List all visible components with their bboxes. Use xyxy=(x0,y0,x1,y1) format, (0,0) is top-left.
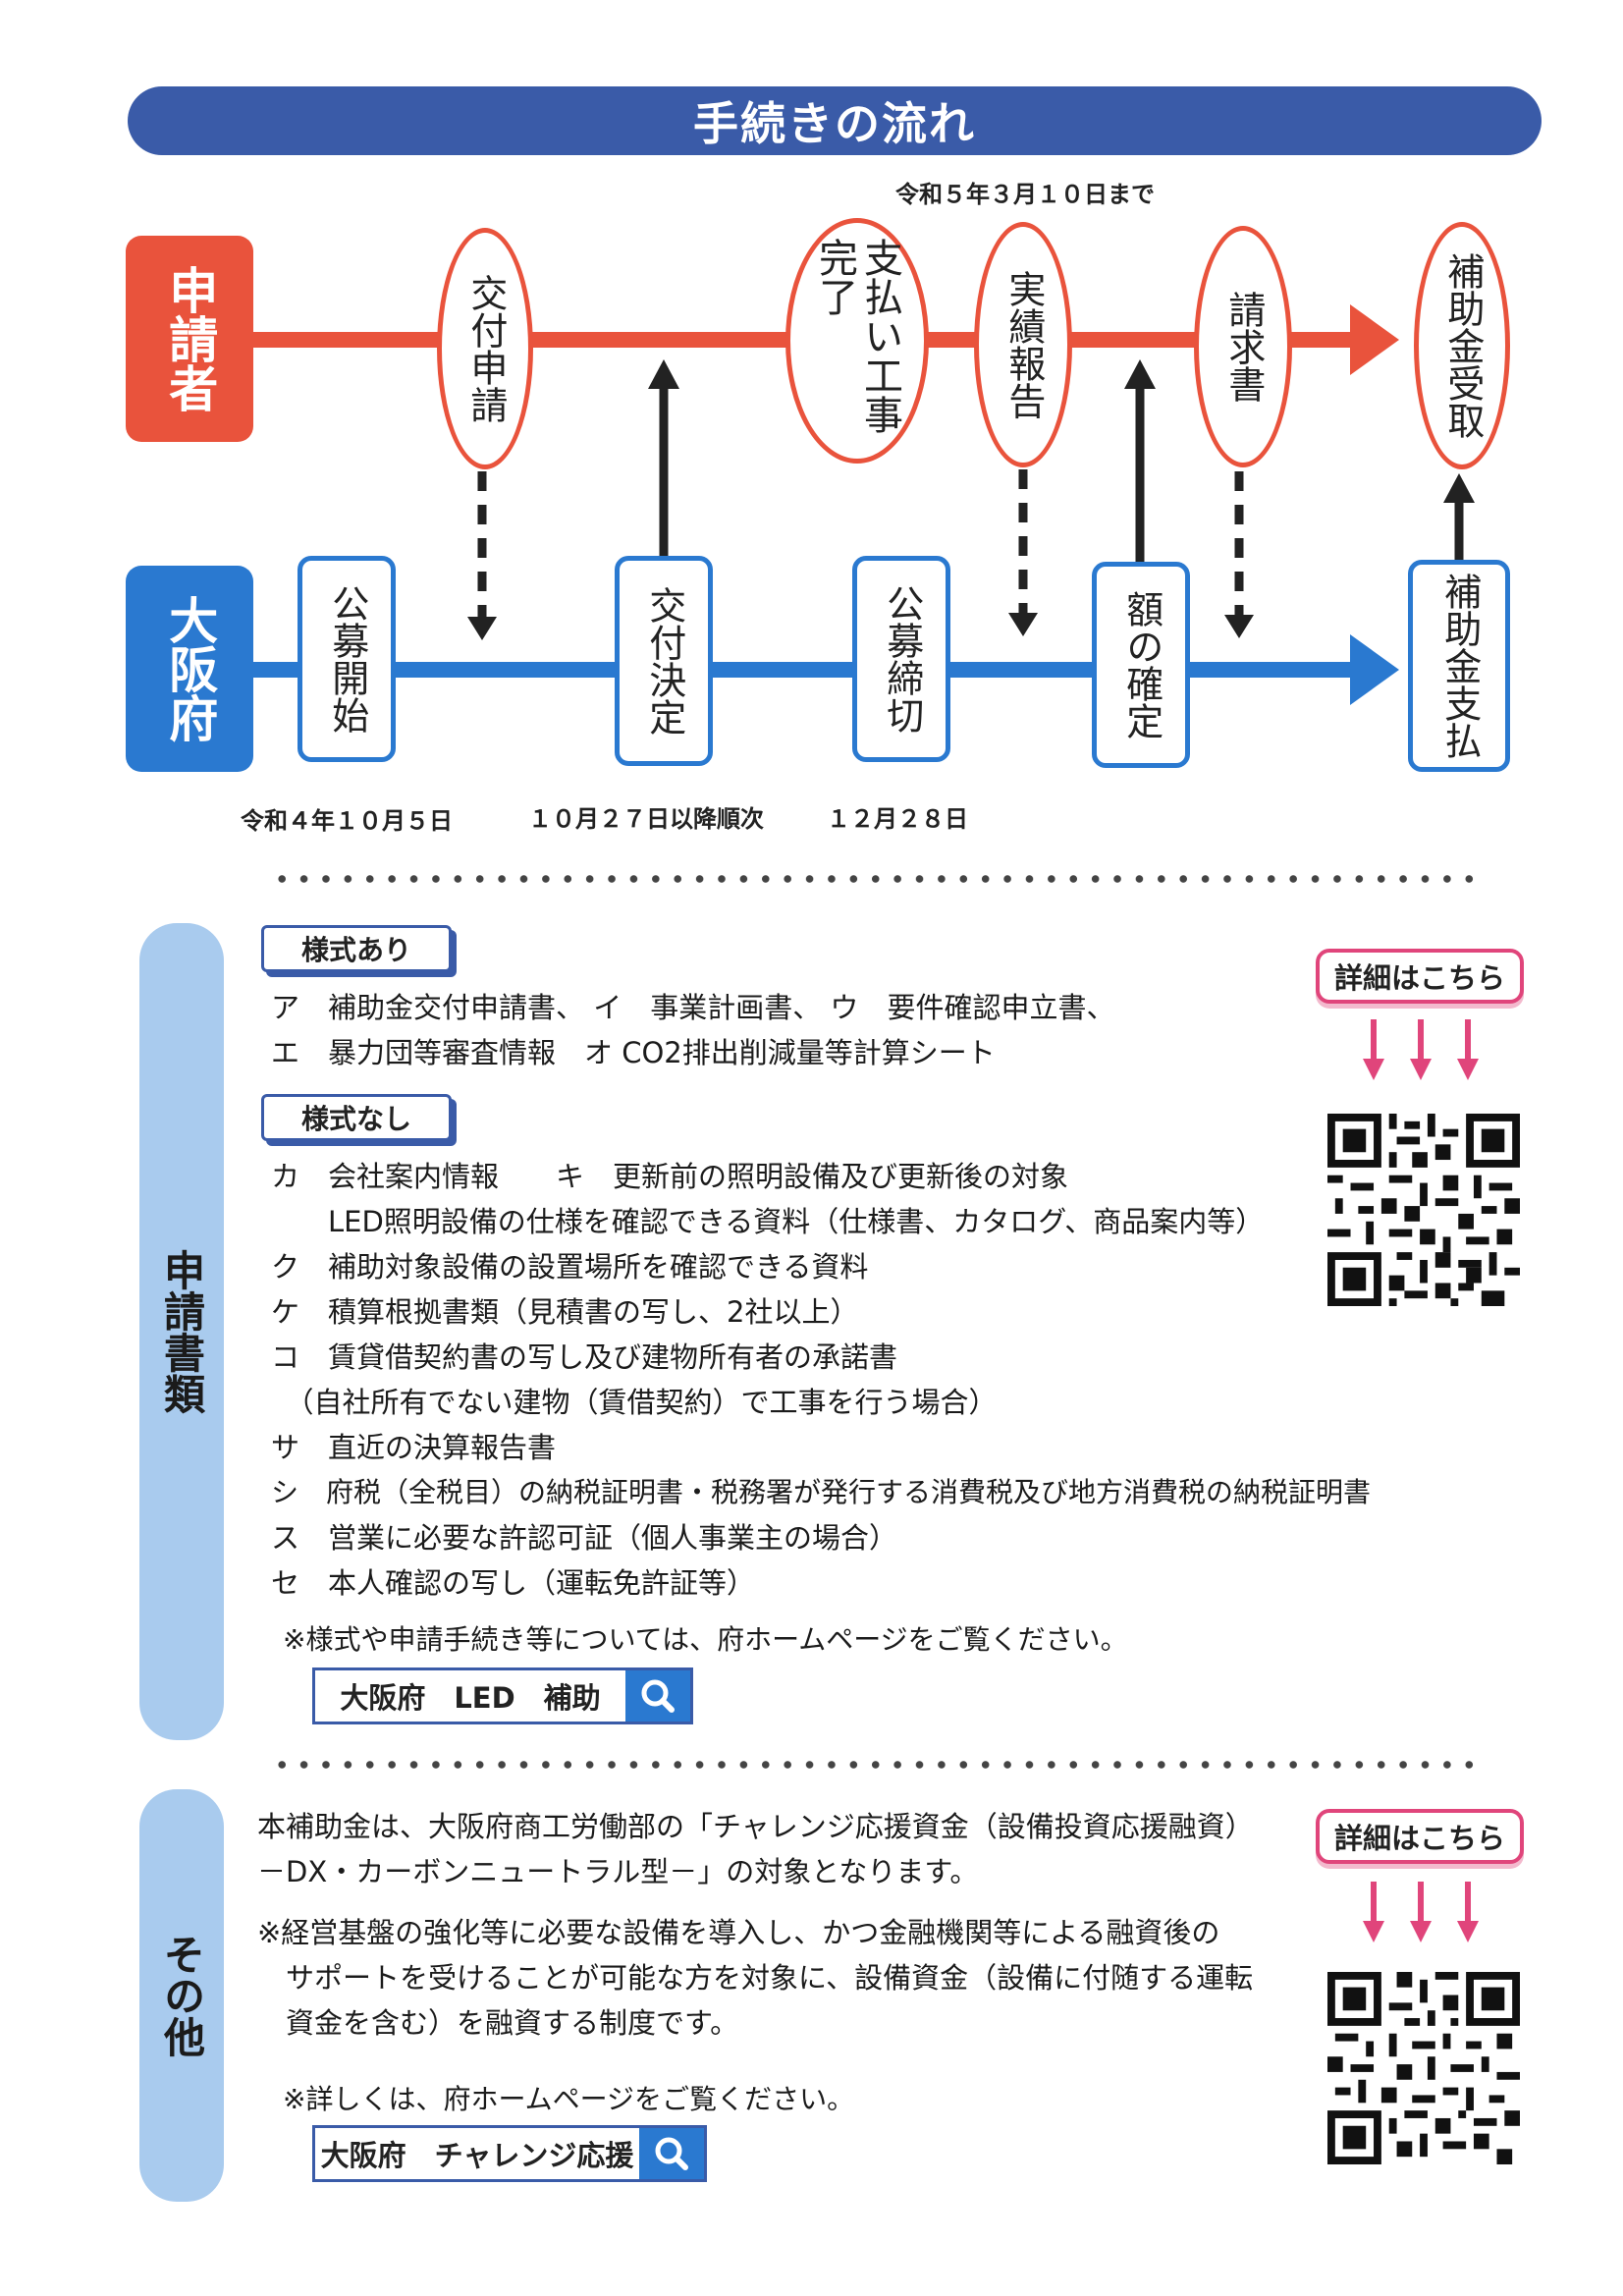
search-text: 大阪府 LED 補助 xyxy=(340,1681,601,1715)
applicant-timeline-arrowhead xyxy=(1350,304,1399,375)
page-title: 手続きの流れ xyxy=(693,97,976,150)
search-box-led[interactable]: 大阪府 LED 補助 xyxy=(312,1667,693,1724)
other-homepage-note: ※詳しくは、府ホームページをご覧ください。 xyxy=(283,2083,855,2115)
doc-line: ケ 積算根拠書類（見積書の写し、2社以上） xyxy=(271,1295,859,1329)
tag-without-form: 様式なし xyxy=(261,1094,452,1141)
step-call-open: 公募開始 xyxy=(298,556,396,762)
step-grant-decision: 交付決定 xyxy=(615,556,713,766)
step-application: 交付申請 xyxy=(437,228,533,469)
search-button[interactable] xyxy=(639,2128,704,2179)
doc-line: カ 会社案内情報 キ 更新前の照明設備及び更新後の対象 xyxy=(271,1160,1069,1193)
step-amount-confirmed: 額の確定 xyxy=(1092,562,1190,768)
doc-line: ク 補助対象設備の設置場所を確認できる資料 xyxy=(271,1250,869,1284)
other-note-line: 資金を含む）を融資する制度です。 xyxy=(257,2006,739,2040)
doc-line: ス 営業に必要な許認可証（個人事業主の場合） xyxy=(271,1521,898,1555)
detail-badge[interactable]: 詳細はこちら xyxy=(1316,949,1524,1004)
dotted-separator xyxy=(271,874,1481,884)
search-button[interactable] xyxy=(625,1670,690,1722)
step-performance-report: 実績報告 xyxy=(974,222,1072,467)
down-arrow-icon xyxy=(1363,1019,1479,1080)
applicant-row-label: 申請者 xyxy=(126,236,253,442)
other-note-line: サポートを受けることが可能な方を対象に、設備資金（設備に付随する運転 xyxy=(257,1961,1254,1995)
section-tab-application-docs: 申請書類 xyxy=(139,923,224,1740)
step-subsidy-payment: 補助金支払 xyxy=(1408,560,1510,772)
date-grant-decision: １０月２７日以降順次 xyxy=(528,805,764,833)
step-call-close: 公募締切 xyxy=(852,556,950,762)
homepage-note: ※様式や申請手続き等については、府ホームページをご覧ください。 xyxy=(283,1623,1128,1656)
osaka-timeline xyxy=(250,662,1355,678)
search-box-challenge[interactable]: 大阪府 チャレンジ応援 xyxy=(312,2125,707,2182)
date-call-close: １２月２８日 xyxy=(827,805,968,833)
doc-line: （自社所有でない建物（賃借契約）で工事を行う場合） xyxy=(271,1386,998,1419)
doc-line: コ 賃貸借契約書の写し及び建物所有者の承諾書 xyxy=(271,1340,898,1374)
date-call-open: 令和４年１０月５日 xyxy=(241,807,453,835)
other-line: 本補助金は、大阪府商工労働部の「チャレンジ応援資金（設備投資応援融資） xyxy=(257,1810,1254,1843)
other-line: －DX・カーボンニュートラル型－」の対象となります。 xyxy=(257,1855,979,1888)
osaka-row-label: 大阪府 xyxy=(126,566,253,772)
search-icon xyxy=(655,2137,688,2170)
step-payment-completion: 支払い工事完了 xyxy=(785,218,929,464)
step-invoice: 請求書 xyxy=(1194,226,1292,467)
search-icon xyxy=(641,1679,675,1713)
doc-line: セ 本人確認の写し（運転免許証等） xyxy=(271,1566,756,1600)
qr-code-other[interactable] xyxy=(1327,1972,1520,2164)
doc-line: LED照明設備の仕様を確認できる資料（仕様書、カタログ、商品案内等） xyxy=(271,1205,1265,1238)
tag-with-form: 様式あり xyxy=(261,925,452,972)
dotted-separator xyxy=(271,1760,1481,1770)
qr-code-application[interactable] xyxy=(1327,1114,1520,1306)
deadline-date: 令和５年３月１０日まで xyxy=(895,181,1155,208)
other-note-line: ※経営基盤の強化等に必要な設備を導入し、かつ金融機関等による融資後の xyxy=(257,1916,1220,1949)
detail-badge[interactable]: 詳細はこちら xyxy=(1316,1809,1524,1864)
doc-line: ア 補助金交付申請書、 イ 事業計画書、 ウ 要件確認申立書、 xyxy=(271,991,1115,1024)
doc-line: エ 暴力団等審査情報 オ CO2排出削減量等計算シート xyxy=(271,1036,996,1069)
osaka-timeline-arrowhead xyxy=(1350,634,1399,705)
search-text: 大阪府 チャレンジ応援 xyxy=(320,2139,634,2172)
title-bar: 手続きの流れ xyxy=(128,86,1542,155)
down-arrow-icon xyxy=(1363,1882,1479,1942)
doc-line: サ 直近の決算報告書 xyxy=(271,1431,557,1464)
step-subsidy-receipt: 補助金受取 xyxy=(1414,222,1510,469)
doc-line: シ 府税（全税目）の納税証明書・税務署が発行する消費税及び地方消費税の納税証明書 xyxy=(271,1476,1372,1508)
section-tab-other: その他 xyxy=(139,1789,224,2202)
